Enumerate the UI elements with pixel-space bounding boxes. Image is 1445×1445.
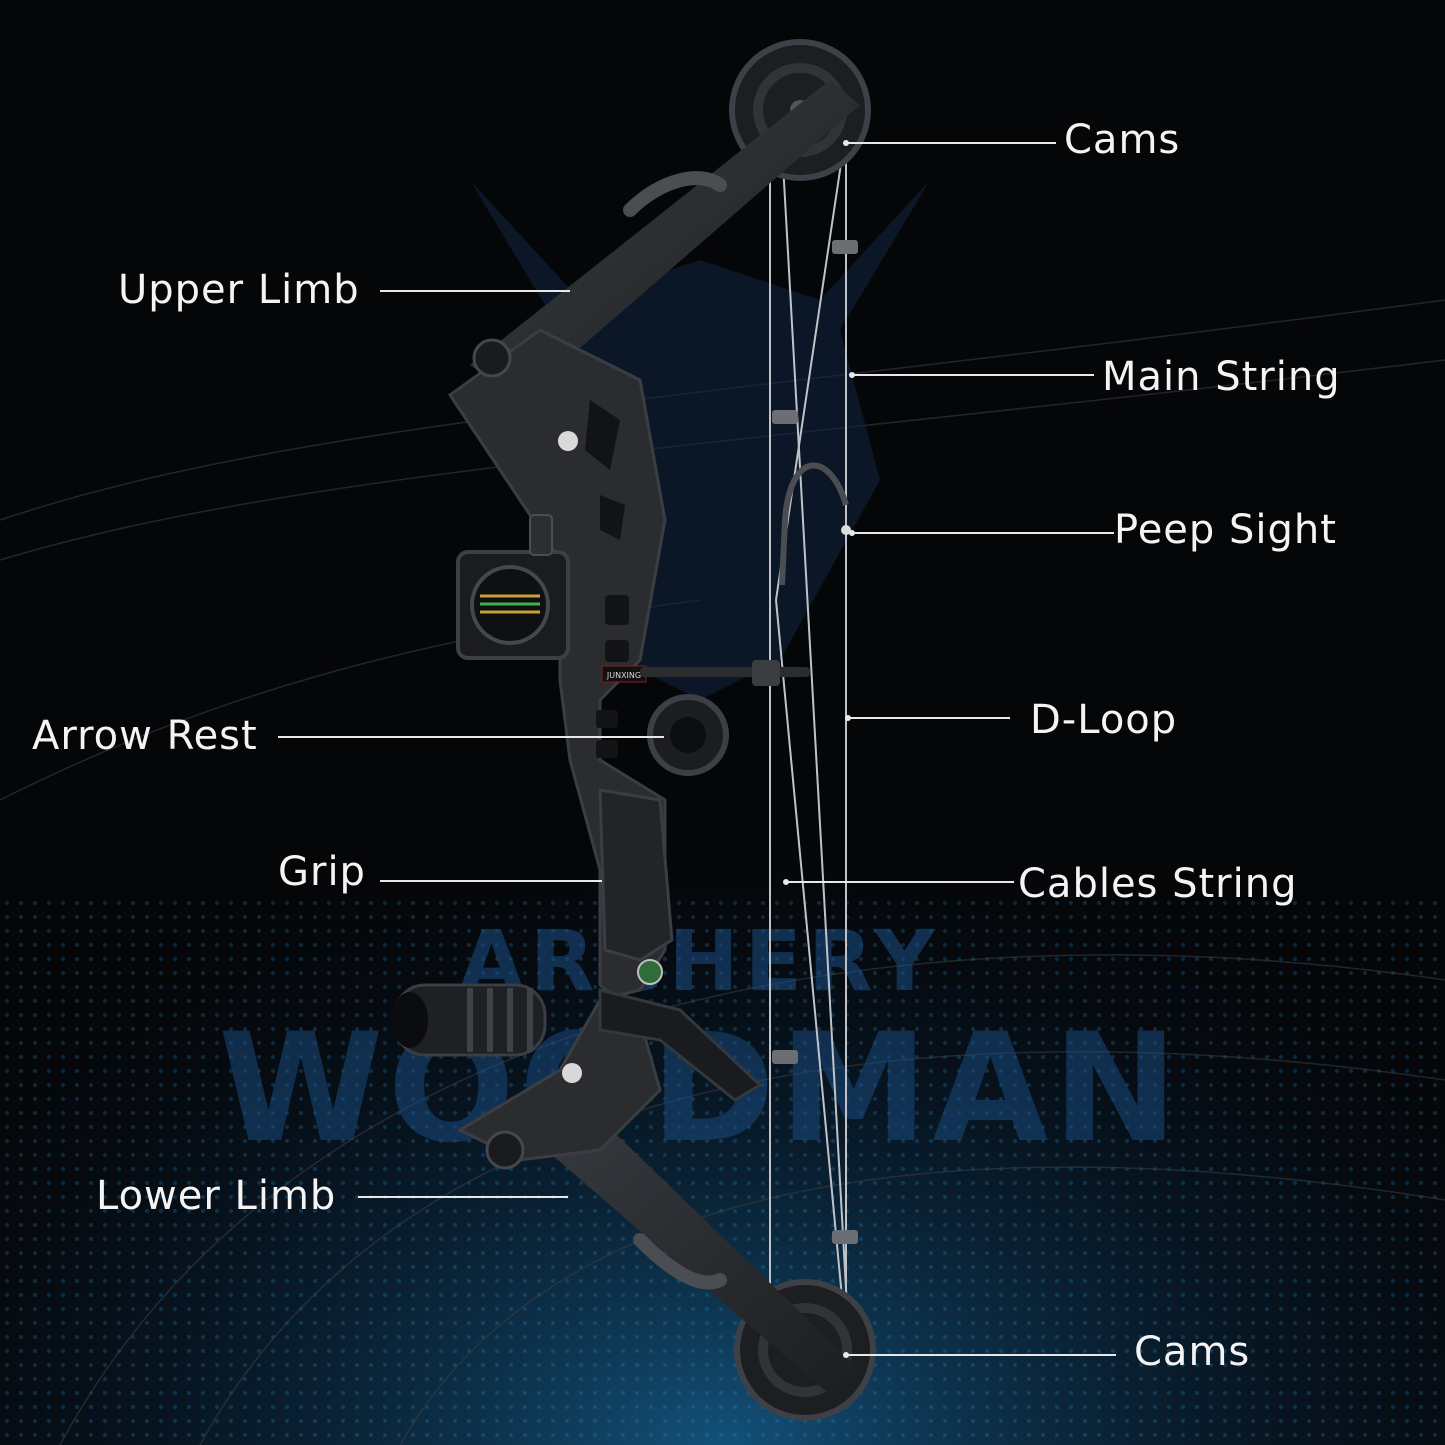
leader-line-upper-limb (380, 290, 570, 292)
label-arrow-rest: Arrow Rest (32, 713, 258, 759)
leader-line-main-string (852, 374, 1094, 376)
peep-sight-tube (779, 462, 849, 586)
compound-bow: JUNXING (392, 39, 876, 1421)
label-d-loop: D-Loop (1030, 697, 1178, 743)
label-cams-top: Cams (1064, 117, 1181, 163)
leader-line-peep-sight (852, 532, 1114, 534)
leader-line-cables-string (786, 881, 1014, 883)
bow-strings (769, 109, 851, 1361)
brand-plate-text: JUNXING (606, 671, 641, 680)
wrist-strap (598, 988, 763, 1102)
riser-bolt-lower-icon (562, 1063, 582, 1083)
leader-line-cams-bottom (846, 1354, 1116, 1356)
label-grip: Grip (278, 849, 366, 895)
leader-line-arrow-rest (278, 736, 664, 738)
bow-sight-icon (456, 514, 570, 660)
peep-sight-icon (841, 525, 851, 535)
grip-shape (598, 788, 674, 962)
watermark-line-1: ARCHERY (459, 912, 941, 1010)
label-main-string: Main String (1102, 354, 1341, 400)
leader-dots (783, 140, 855, 1358)
leader-line-grip (380, 880, 602, 882)
leader-line-d-loop (848, 717, 1010, 719)
leader-line-cams-top (846, 142, 1056, 144)
upper-limb-shape (470, 80, 860, 400)
string-silencers (772, 240, 858, 1244)
compass-icon (637, 959, 663, 985)
label-lower-limb: Lower Limb (96, 1173, 337, 1219)
lower-limb-shape (500, 1080, 860, 1395)
riser-bolt-icon (558, 431, 578, 451)
arrow-rest-icon (647, 694, 729, 776)
leader-line-lower-limb (358, 1196, 568, 1198)
label-cams-bottom: Cams (1134, 1329, 1251, 1375)
arrow-guide-rod (640, 667, 810, 677)
background-dot-field (0, 900, 1445, 1445)
riser-cutouts (585, 400, 629, 758)
stabilizer-icon (392, 983, 547, 1057)
label-cables-string: Cables String (1018, 861, 1298, 907)
label-peep-sight: Peep Sight (1114, 507, 1337, 553)
label-upper-limb: Upper Limb (118, 267, 360, 313)
